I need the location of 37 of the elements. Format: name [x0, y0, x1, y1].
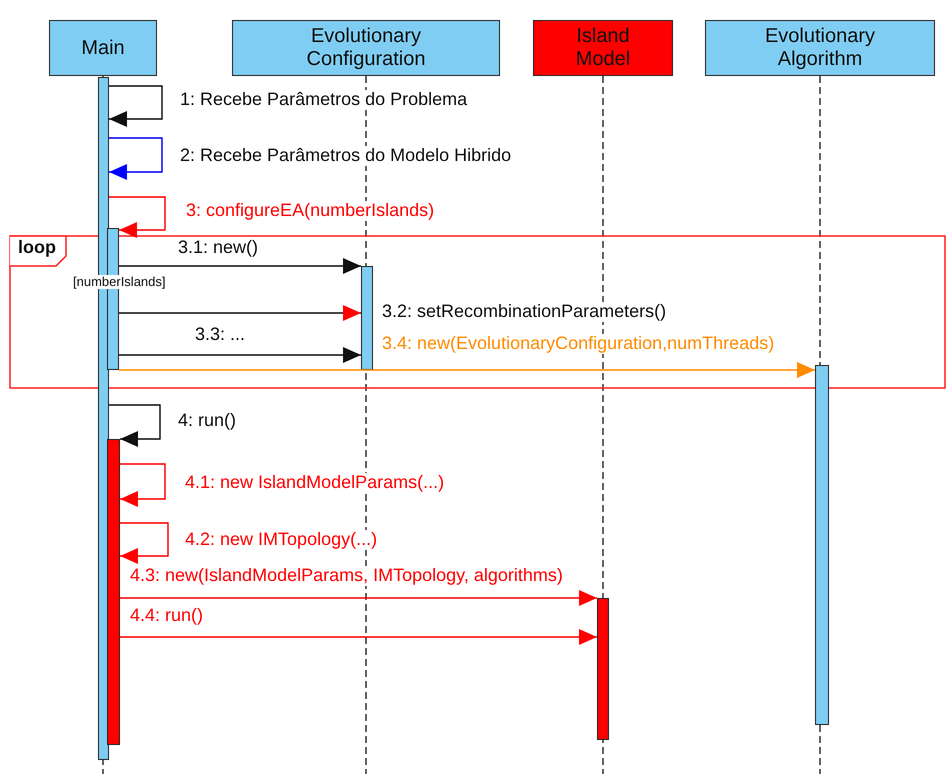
message-arrow [119, 362, 815, 378]
message-arrow [120, 522, 169, 564]
message-label: 4.4: run() [130, 606, 204, 626]
message-label: 2: Recebe Parâmetros do Modelo Hibrido [180, 146, 512, 166]
lifeline-header [49, 20, 157, 76]
lifeline-header [232, 20, 500, 76]
message-arrow [120, 590, 597, 606]
loop-operator-label: loop [18, 238, 56, 258]
message-arrow [109, 137, 163, 180]
message-arrow [109, 85, 163, 127]
activation-bar [361, 266, 373, 370]
message-label: 4: run() [178, 411, 236, 431]
message-label: 4.2: new IMTopology(...) [185, 530, 378, 550]
message-arrow [119, 258, 361, 274]
message-label: 4.1: new IslandModelParams(...) [185, 473, 444, 493]
message-label: 1: Recebe Parâmetros do Problema [180, 90, 468, 110]
message-label: 3.4: new(EvolutionaryConfiguration,numThreads) [382, 334, 774, 354]
message-arrow [109, 404, 161, 447]
message-label: 4.3: new(IslandModelParams, IMTopology, algorithms) [130, 566, 563, 586]
activation-bar [597, 598, 609, 740]
activation-bar [815, 365, 829, 725]
lifeline-header [533, 20, 673, 76]
message-label: 3.2: setRecombinationParameters() [382, 302, 666, 322]
message-arrow [109, 196, 166, 238]
activation-bar [107, 439, 120, 745]
lifeline-name: Evolutionary Configuration [306, 25, 426, 71]
lifeline-name: Island Model [574, 25, 632, 71]
lifeline-name: Evolutionary Algorithm [764, 25, 876, 71]
message-arrow [120, 463, 166, 507]
message-label: 3: configureEA(numberIslands) [186, 201, 434, 221]
lifeline-name: Main [81, 36, 125, 60]
message-arrow [120, 629, 597, 645]
guard-condition: [numberIslands] [73, 275, 166, 290]
lifeline-header [705, 20, 935, 76]
message-arrow [119, 347, 361, 363]
message-arrow [119, 305, 361, 321]
message-label: 3.1: new() [178, 238, 258, 258]
